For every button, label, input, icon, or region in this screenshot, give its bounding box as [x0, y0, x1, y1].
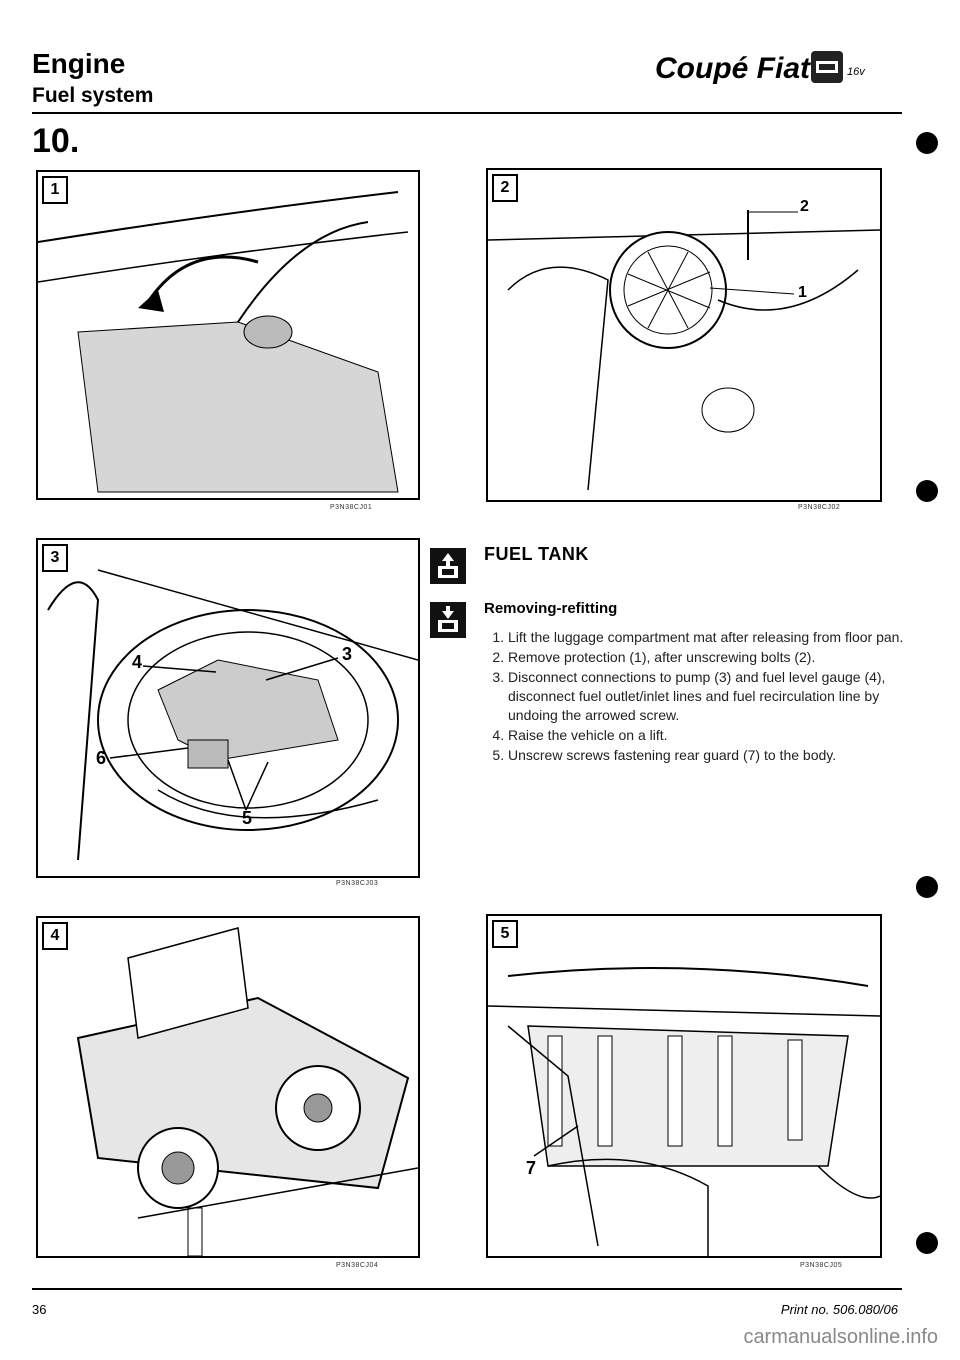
section-title: Engine — [32, 48, 126, 79]
header-rule — [32, 112, 902, 114]
list-item: Disconnect connections to pump (3) and f… — [508, 668, 908, 725]
section-heading: FUEL TANK — [484, 544, 589, 564]
page-number: 36 — [32, 1302, 47, 1317]
list-item: Unscrew screws fastening rear guard (7) … — [508, 746, 908, 765]
figure-code: P3N38CJ05 — [800, 1262, 843, 1269]
figure-code: P3N38CJ01 — [330, 504, 373, 511]
watermark: carmanualsonline.info — [743, 1326, 938, 1348]
brand-name: Coupé Fiat — [655, 52, 810, 85]
figure-number: 4 — [42, 922, 68, 950]
removal-icon — [430, 548, 466, 584]
subsection-title: Fuel system — [32, 84, 154, 107]
figure-code: P3N38CJ03 — [336, 880, 379, 887]
figure-2: 2 2 1 — [486, 168, 882, 502]
callout-label: 1 — [798, 284, 807, 301]
figure-5-illustration — [488, 967, 880, 1256]
page-marker: 10. — [32, 122, 80, 160]
callout-label: 2 — [800, 198, 809, 215]
figure-1-illustration — [38, 191, 409, 493]
figure-1: 1 — [36, 170, 420, 500]
callout-label: 5 — [242, 808, 253, 828]
list-item: Raise the vehicle on a lift. — [508, 726, 908, 745]
print-number: Print no. 506.080/06 — [780, 1302, 898, 1317]
fiat-logo-icon — [810, 50, 844, 84]
figure-number: 5 — [492, 920, 518, 948]
refitting-icon — [430, 602, 466, 638]
figure-2-illustration — [488, 210, 880, 491]
figure-number: 2 — [492, 174, 518, 202]
figure-number: 1 — [42, 176, 68, 204]
margin-dot — [916, 132, 938, 154]
figure-3-illustration — [47, 569, 418, 861]
list-item: Remove protection (1), after unscrewing … — [508, 648, 908, 667]
figure-4: 4 — [36, 916, 420, 1258]
footer-rule — [32, 1288, 902, 1290]
margin-dot — [916, 1232, 938, 1254]
callout-label: 3 — [342, 644, 353, 664]
procedure-title: Removing-refitting — [484, 600, 618, 617]
margin-dot — [916, 480, 938, 502]
callout-label: 7 — [526, 1158, 537, 1178]
callout-label: 4 — [132, 652, 143, 672]
callout-label: 6 — [96, 748, 107, 768]
figure-5: 5 7 — [486, 914, 882, 1258]
figure-number: 3 — [42, 544, 68, 572]
figure-code: P3N38CJ02 — [798, 504, 841, 511]
figure-4-illustration — [76, 927, 418, 1256]
figure-code: P3N38CJ04 — [336, 1262, 379, 1269]
procedure-steps: Lift the luggage compartment mat after r… — [484, 628, 908, 766]
list-item: Lift the luggage compartment mat after r… — [508, 628, 908, 647]
variant-label: 16v — [847, 66, 865, 78]
margin-dot — [916, 876, 938, 898]
figure-3: 3 4 3 6 5 — [36, 538, 420, 878]
